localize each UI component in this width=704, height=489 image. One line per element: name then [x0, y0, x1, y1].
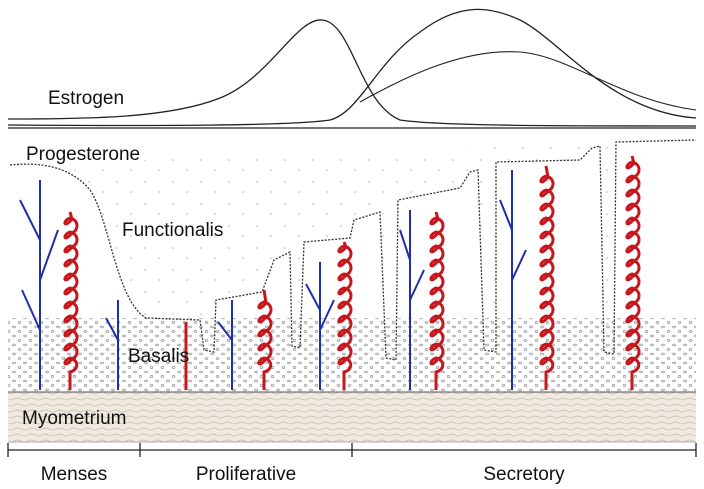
artery	[337, 241, 353, 390]
label-estrogen: Estrogen	[48, 88, 124, 109]
estrogen-curve	[7, 19, 697, 127]
label-progesterone: Progesterone	[26, 144, 140, 165]
vein	[305, 262, 335, 390]
progesterone-curve-second-peak	[359, 51, 697, 111]
artery	[63, 211, 79, 390]
label-basalis: Basalis	[128, 346, 189, 367]
phase-label-secretory: Secretory	[483, 464, 565, 485]
artery	[257, 289, 273, 390]
phase-label-menses: Menses	[41, 464, 108, 485]
vein	[499, 170, 527, 390]
vein	[399, 210, 425, 390]
label-functionalis: Functionalis	[122, 220, 223, 241]
artery	[429, 211, 445, 390]
artery	[625, 155, 641, 390]
tissue-layers	[8, 139, 697, 443]
label-myometrium: Myometrium	[22, 408, 127, 429]
phase-axis: Menses Proliferative Secretory	[7, 443, 697, 485]
labels: Estrogen Progesterone Functionalis Basal…	[22, 88, 223, 429]
progesterone-curve	[7, 8, 697, 127]
artery	[539, 165, 555, 390]
vein	[19, 180, 59, 390]
blood-vessels	[19, 155, 641, 390]
hormone-curves	[7, 8, 697, 129]
vein	[217, 300, 233, 390]
functionalis-surface	[9, 139, 697, 361]
phase-label-proliferative: Proliferative	[196, 464, 296, 485]
artery-group	[63, 155, 641, 390]
vein	[105, 300, 119, 390]
